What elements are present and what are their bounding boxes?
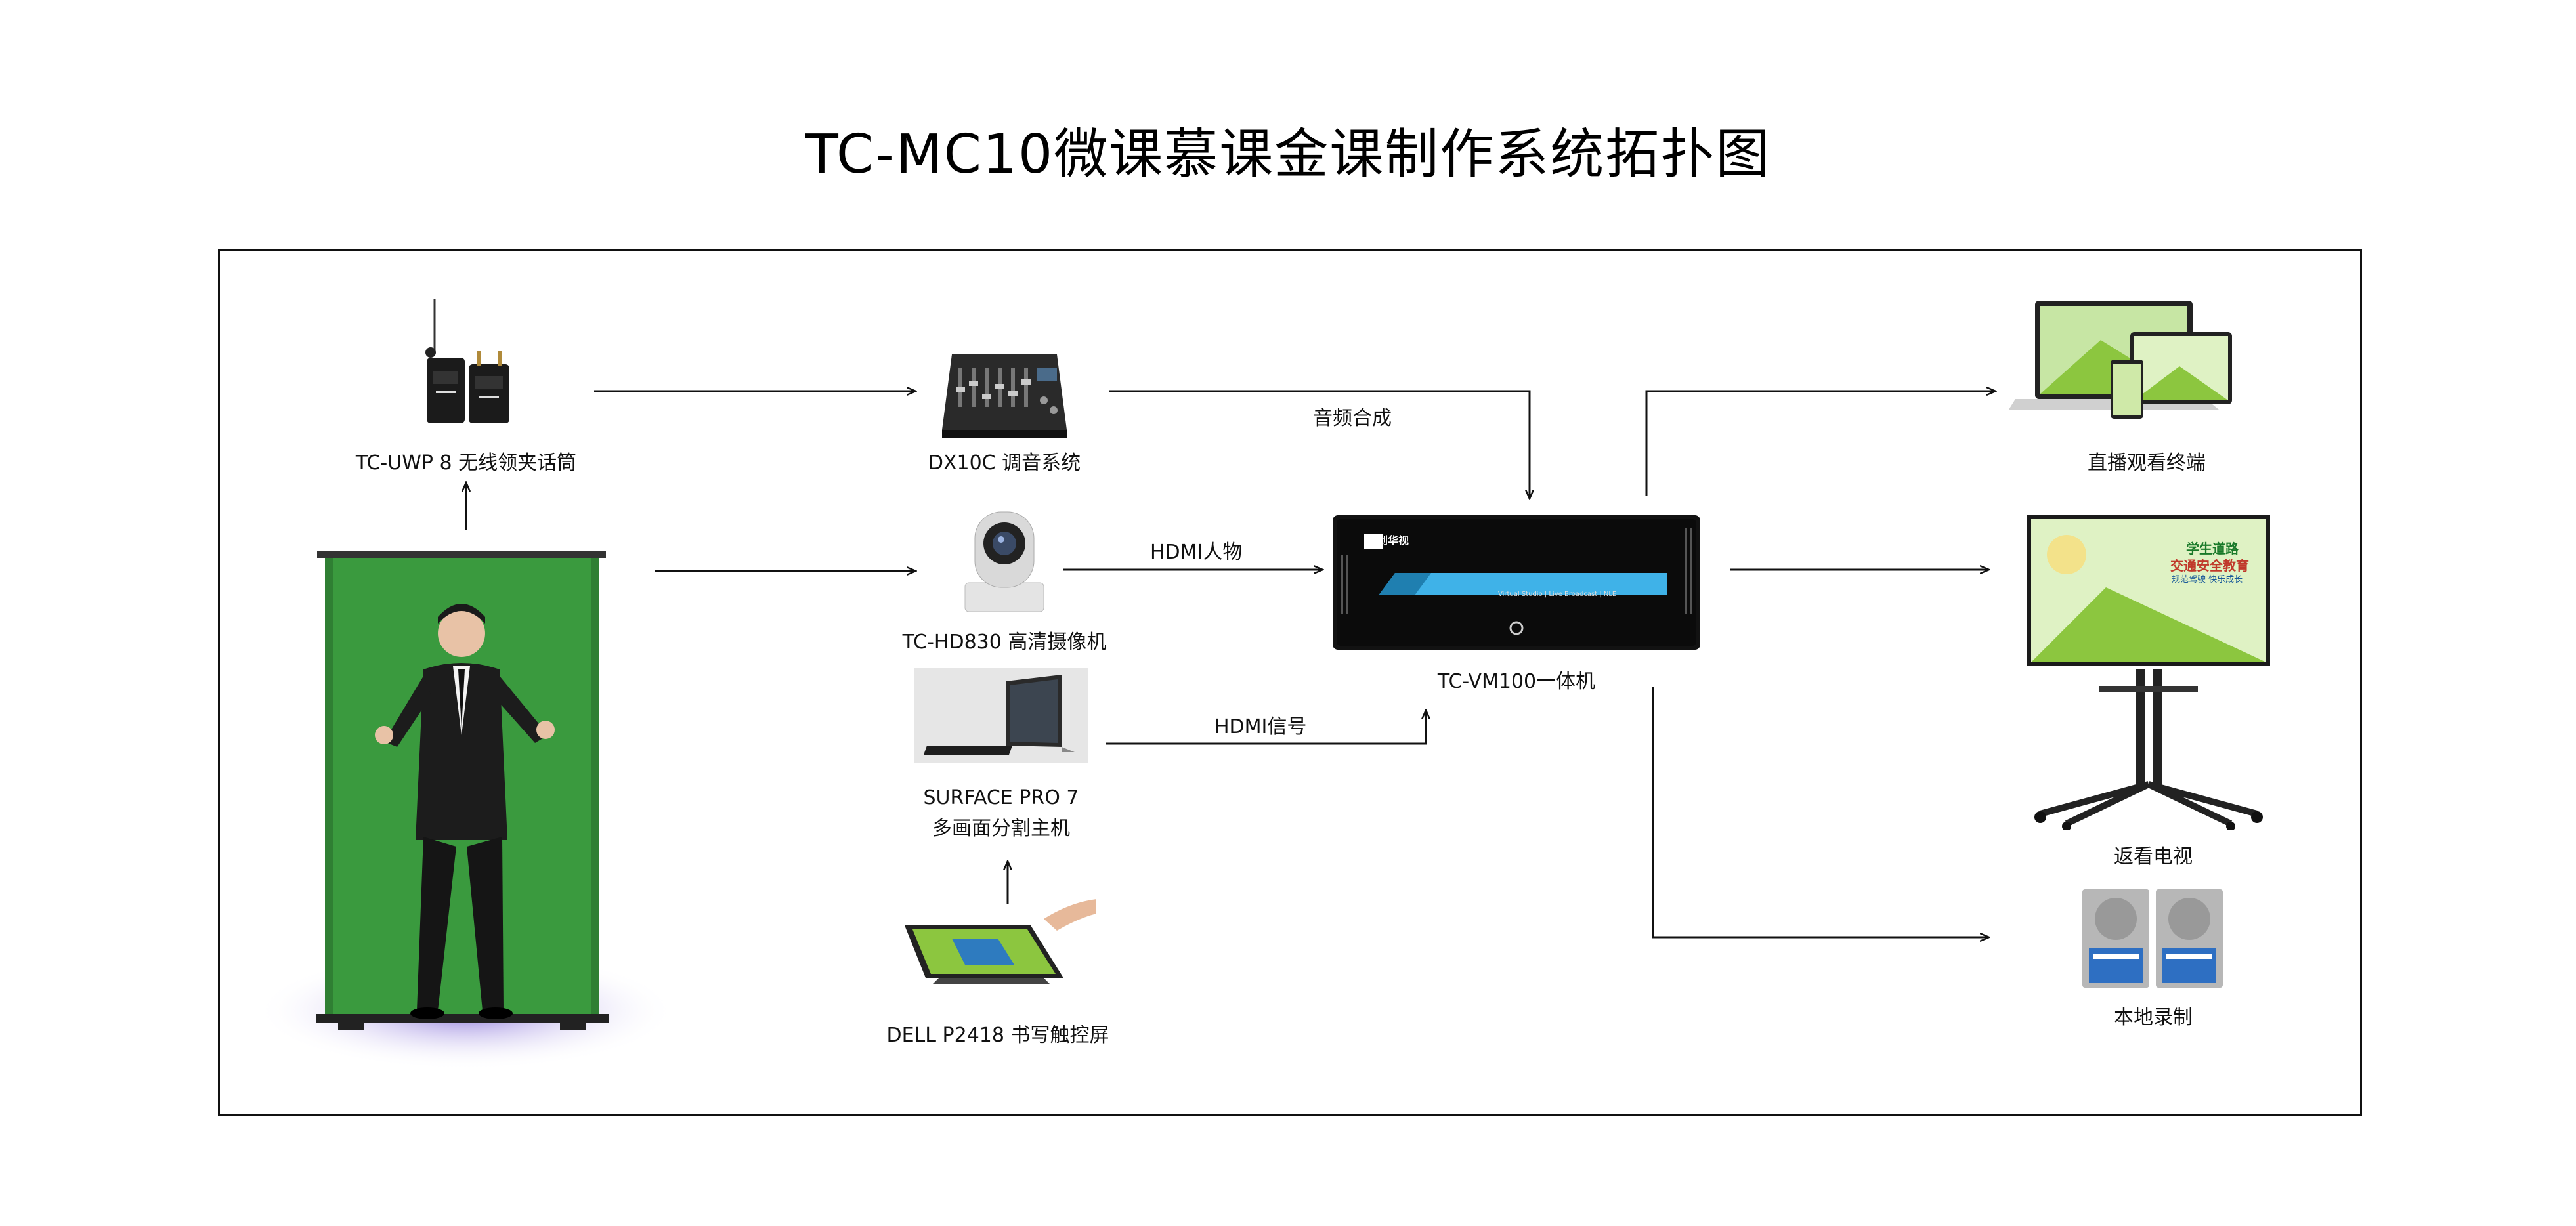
label-surface-1: SURFACE PRO 7 xyxy=(923,786,1079,809)
tv-poster-line3: 规范驾驶 快乐成长 xyxy=(2172,575,2243,585)
edge-label-hdmi-signal: HDMI信号 xyxy=(1214,715,1307,738)
ptz-camera-icon xyxy=(955,499,1054,614)
label-tv: 返看电视 xyxy=(2114,845,2193,868)
edge-label-hdmi-person: HDMI人物 xyxy=(1150,541,1243,564)
touch-monitor-icon xyxy=(899,899,1100,988)
label-touch: DELL P2418 书写触控屏 xyxy=(886,1024,1109,1047)
audio-mixer-icon xyxy=(939,341,1070,440)
page-title: TC-MC10微课慕课金课制作系统拓扑图 xyxy=(805,123,1771,186)
unit-brand: 天创华视 xyxy=(1367,534,1409,547)
laptop-tablet-icon xyxy=(2009,301,2258,432)
label-main-unit: TC-VM100一体机 xyxy=(1437,670,1596,693)
edge-unit-to-storage xyxy=(1652,687,1989,937)
edge-label-audio: 音频合成 xyxy=(1313,407,1392,430)
surface-tablet-icon xyxy=(914,668,1088,763)
tv-on-stand-icon xyxy=(2027,515,2270,831)
lavalier-mic-icon xyxy=(414,299,519,427)
green-screen-presenter-icon xyxy=(256,538,676,1076)
unit-tags: Virtual Studio | Live Broadcast | NLE xyxy=(1498,591,1617,598)
edge-mixer-to-unit xyxy=(1109,390,1530,499)
edge-surface-to-unit xyxy=(1106,710,1426,745)
label-storage: 本地录制 xyxy=(2114,1006,2193,1029)
all-in-one-unit-icon xyxy=(1333,515,1700,650)
label-mic: TC-UWP 8 无线领夹话筒 xyxy=(355,452,577,475)
label-live-terminal: 直播观看终端 xyxy=(2088,452,2206,475)
label-mixer: DX10C 调音系统 xyxy=(928,452,1081,475)
hard-drive-icon xyxy=(2082,889,2223,988)
edge-unit-to-terminal xyxy=(1645,391,1996,496)
diagram-frame xyxy=(218,249,2362,1116)
tv-poster-line2: 交通安全教育 xyxy=(2170,558,2249,574)
label-camera: TC-HD830 高清摄像机 xyxy=(902,631,1107,654)
label-surface-2: 多画面分割主机 xyxy=(932,817,1070,840)
tv-poster-line1: 学生道路 xyxy=(2186,541,2239,557)
